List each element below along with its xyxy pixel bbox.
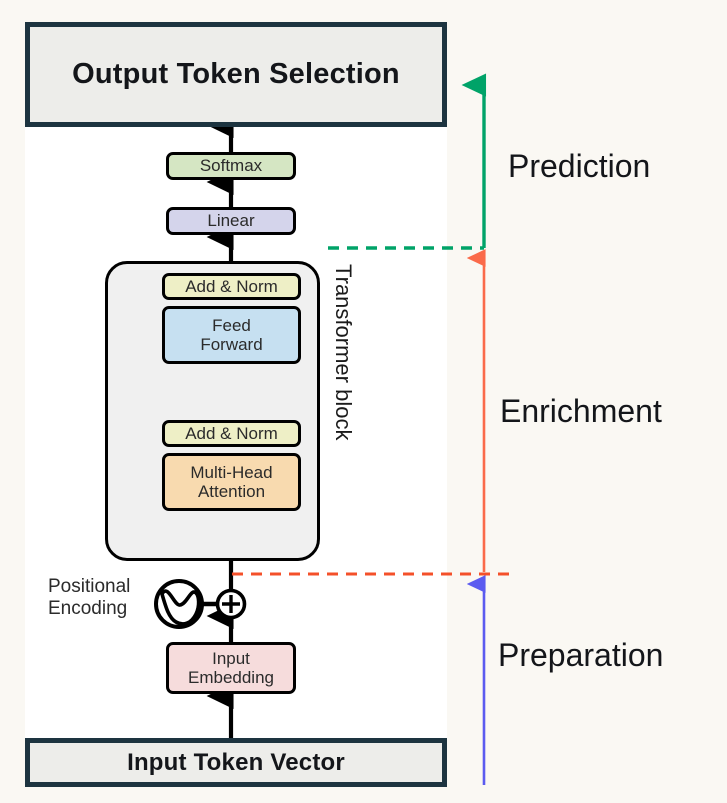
node-label-line2: Forward bbox=[200, 335, 263, 354]
banner-bottom-label: Input Token Vector bbox=[127, 748, 345, 776]
node-input-embedding[interactable]: Input Embedding bbox=[166, 642, 296, 694]
node-linear[interactable]: Linear bbox=[166, 207, 296, 235]
node-softmax[interactable]: Softmax bbox=[166, 152, 296, 180]
node-label-line2: Attention bbox=[197, 482, 266, 501]
positional-encoding-line2: Encoding bbox=[48, 598, 128, 620]
node-feed-forward[interactable]: Feed Forward bbox=[162, 306, 301, 364]
node-label: Softmax bbox=[199, 156, 263, 176]
node-label: Add & Norm bbox=[185, 276, 278, 296]
node-label-line2: Embedding bbox=[187, 668, 274, 687]
node-label-line1: Multi-Head bbox=[190, 462, 273, 482]
node-label-line1: Input bbox=[212, 648, 250, 668]
output-token-selection-banner: Output Token Selection bbox=[25, 22, 447, 127]
node-label: Add & Norm bbox=[185, 423, 278, 443]
positional-encoding-line1: Positional bbox=[48, 576, 131, 597]
input-token-vector-banner: Input Token Vector bbox=[25, 738, 447, 787]
positional-encoding-label: Positional Encoding bbox=[48, 576, 160, 621]
stage-label-preparation: Preparation bbox=[498, 637, 664, 673]
node-add-and-norm-lower[interactable]: Add & Norm bbox=[162, 420, 301, 447]
stage-label-prediction: Prediction bbox=[508, 148, 651, 184]
stage-label-enrichment: Enrichment bbox=[500, 393, 662, 429]
banner-top-label: Output Token Selection bbox=[72, 58, 400, 90]
node-add-and-norm-upper[interactable]: Add & Norm bbox=[162, 273, 301, 300]
transformer-block-label: Transformer block bbox=[331, 264, 356, 441]
node-multi-head-attention[interactable]: Multi-Head Attention bbox=[162, 453, 301, 511]
node-label: Linear bbox=[207, 211, 255, 231]
node-label-line1: Feed bbox=[212, 315, 251, 335]
